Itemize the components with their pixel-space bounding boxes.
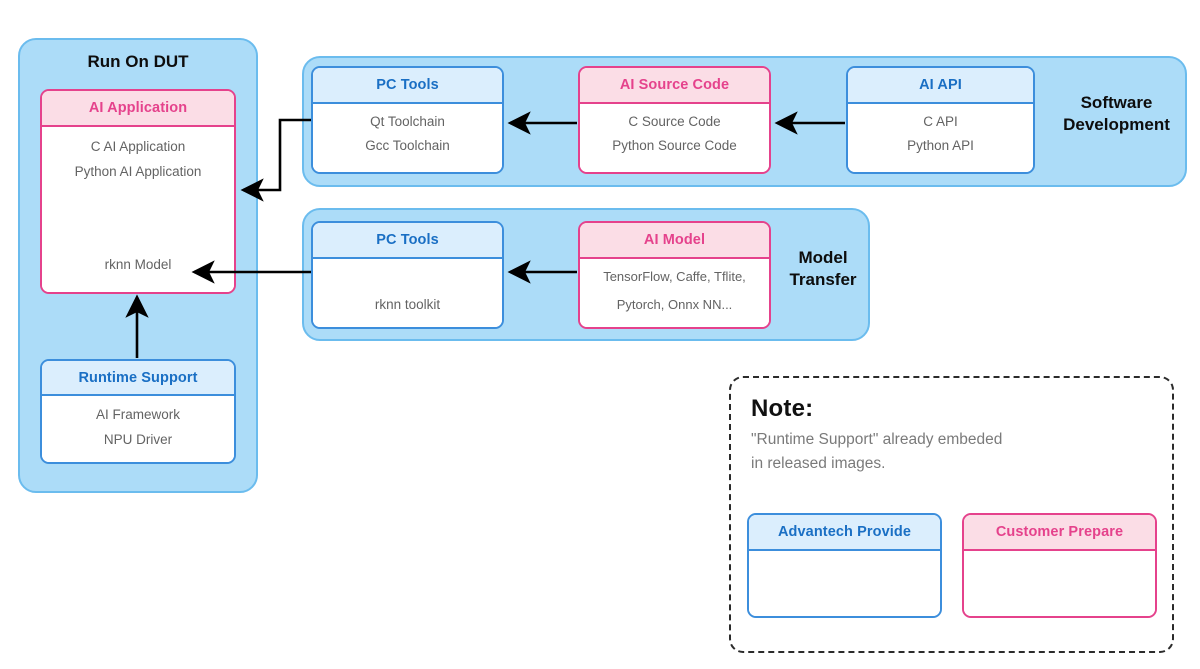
card-sd-pc-tools-line-2: Gcc Toolchain <box>365 138 450 153</box>
card-ai-application-line-2: Python AI Application <box>74 164 202 179</box>
run-on-dut-title: Run On DUT <box>87 52 189 71</box>
card-mt-pc-tools-line-1: rknn toolkit <box>374 297 441 312</box>
card-ai-api-line-1: C API <box>923 114 958 129</box>
card-ai-model-line-2: Pytorch, Onnx NN... <box>616 297 733 312</box>
card-runtime-support-line-2: NPU Driver <box>103 432 173 447</box>
note-body: "Runtime Support" already embeded in rel… <box>751 428 1151 476</box>
card-runtime-support[interactable]: Runtime Support AI Framework NPU Driver <box>40 359 236 464</box>
card-runtime-support-body: AI Framework NPU Driver <box>42 396 234 462</box>
card-ai-source-code-line-1: C Source Code <box>628 114 721 129</box>
note-title: Note: <box>751 395 814 422</box>
card-ai-model-header: AI Model <box>580 223 769 259</box>
note-body-line-2: in released images. <box>751 455 886 473</box>
legend-advantech-provide[interactable]: Advantech Provide <box>747 513 942 618</box>
card-sd-pc-tools-body: Qt Toolchain Gcc Toolchain <box>313 104 502 172</box>
card-ai-source-code-line-2: Python Source Code <box>612 138 737 153</box>
card-sd-pc-tools[interactable]: PC Tools Qt Toolchain Gcc Toolchain <box>311 66 504 174</box>
software-development-label: Software Development <box>1049 92 1184 137</box>
note-body-line-1: "Runtime Support" already embeded <box>751 431 1003 448</box>
card-mt-pc-tools[interactable]: PC Tools rknn toolkit <box>311 221 504 329</box>
legend-advantech-provide-header: Advantech Provide <box>749 515 940 551</box>
card-sd-pc-tools-line-1: Qt Toolchain <box>370 114 445 129</box>
card-runtime-support-line-1: AI Framework <box>95 407 180 422</box>
card-ai-application-rknn-model: rknn Model <box>104 257 172 272</box>
card-ai-application[interactable]: AI Application C AI Application Python A… <box>40 89 236 294</box>
card-ai-api-body: C API Python API <box>848 104 1033 172</box>
legend-customer-prepare[interactable]: Customer Prepare <box>962 513 1157 618</box>
model-transfer-label: Model Transfer <box>778 247 868 292</box>
card-ai-model-line-1: TensorFlow, Caffe, Tflite, <box>603 269 746 284</box>
card-ai-model[interactable]: AI Model TensorFlow, Caffe, Tflite, Pyto… <box>578 221 771 329</box>
software-development-label-line-2: Development <box>1063 115 1170 135</box>
legend-customer-prepare-body <box>964 551 1155 616</box>
card-sd-pc-tools-header: PC Tools <box>313 68 502 104</box>
card-ai-api-header: AI API <box>848 68 1033 104</box>
card-ai-api-line-2: Python API <box>907 138 974 153</box>
card-ai-application-header: AI Application <box>42 91 234 127</box>
card-ai-api[interactable]: AI API C API Python API <box>846 66 1035 174</box>
legend-customer-prepare-header: Customer Prepare <box>964 515 1155 551</box>
model-transfer-label-line-2: Transfer <box>789 270 857 290</box>
card-mt-pc-tools-body: rknn toolkit <box>313 259 502 327</box>
card-ai-model-body: TensorFlow, Caffe, Tflite, Pytorch, Onnx… <box>580 259 769 327</box>
card-ai-application-line-1: C AI Application <box>90 139 186 154</box>
card-ai-application-body: C AI Application Python AI Application r… <box>42 127 234 292</box>
card-ai-source-code[interactable]: AI Source Code C Source Code Python Sour… <box>578 66 771 174</box>
legend-advantech-provide-body <box>749 551 940 616</box>
model-transfer-label-line-1: Model <box>798 248 848 267</box>
card-runtime-support-header: Runtime Support <box>42 361 234 396</box>
card-ai-source-code-body: C Source Code Python Source Code <box>580 104 769 172</box>
software-development-label-line-1: Software <box>1080 93 1153 112</box>
card-mt-pc-tools-header: PC Tools <box>313 223 502 259</box>
card-ai-source-code-header: AI Source Code <box>580 68 769 104</box>
